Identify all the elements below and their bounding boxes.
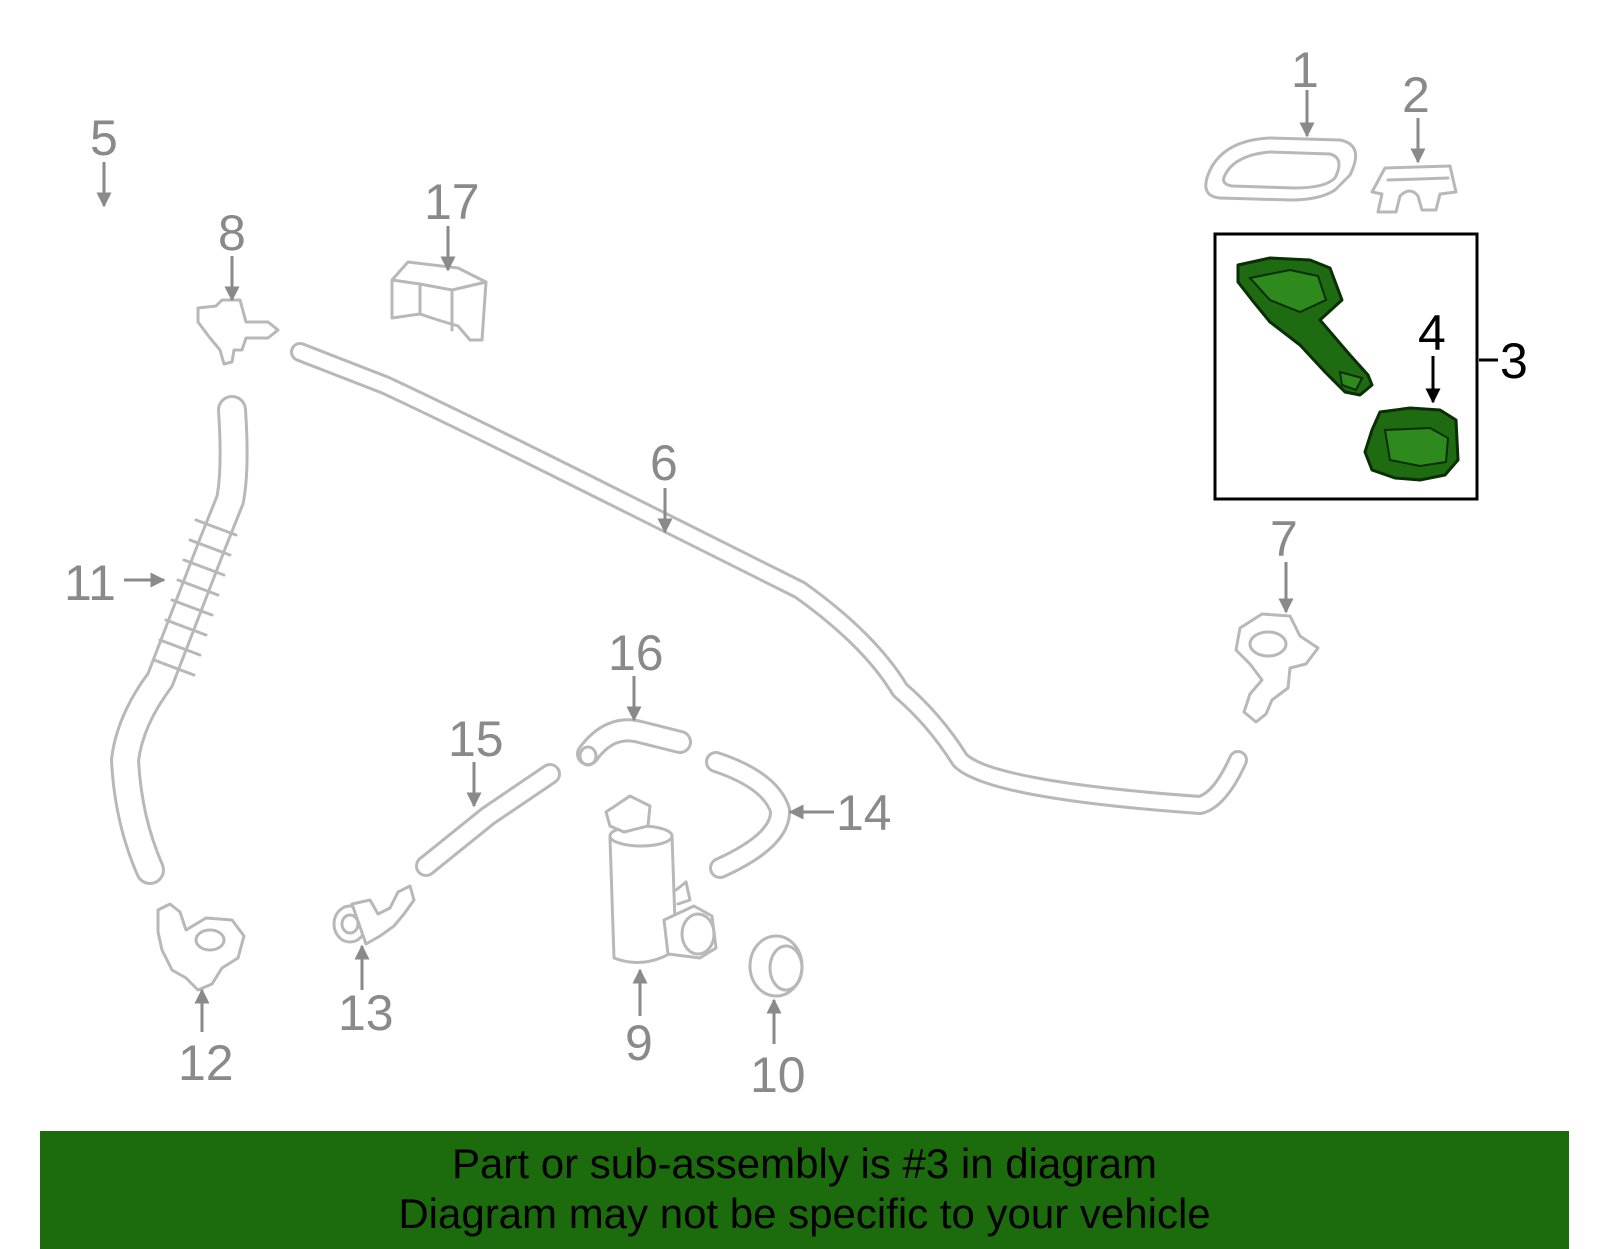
part-13-valve bbox=[332, 884, 416, 946]
part-7-nozzle bbox=[1234, 612, 1320, 724]
info-banner: Part or sub-assembly is #3 in diagram Di… bbox=[40, 1131, 1569, 1249]
part-16-hose bbox=[576, 718, 692, 767]
label-6: 6 bbox=[650, 435, 678, 491]
label-1: 1 bbox=[1291, 42, 1319, 98]
part-3-box bbox=[1213, 232, 1479, 501]
banner-line-1: Part or sub-assembly is #3 in diagram bbox=[452, 1140, 1157, 1187]
label-17: 17 bbox=[424, 174, 480, 230]
label-3: 3 bbox=[1500, 333, 1528, 389]
part-14-hose bbox=[705, 751, 791, 879]
part-6-hose bbox=[290, 342, 1248, 815]
part-8-connector bbox=[196, 298, 280, 366]
part-11-hose bbox=[109, 395, 249, 885]
part-1-cover bbox=[1204, 136, 1358, 202]
label-16: 16 bbox=[608, 625, 664, 681]
part-5-hose bbox=[69, 205, 170, 310]
label-7: 7 bbox=[1270, 511, 1298, 567]
label-11: 11 bbox=[64, 555, 116, 611]
part-2-clip bbox=[1370, 164, 1458, 214]
label-12: 12 bbox=[178, 1035, 234, 1091]
part-4-actuator bbox=[1363, 406, 1460, 482]
label-4: 4 bbox=[1418, 305, 1446, 361]
label-10: 10 bbox=[750, 1047, 806, 1103]
part-9-pump bbox=[604, 794, 718, 964]
label-8: 8 bbox=[218, 205, 246, 261]
label-5: 5 bbox=[90, 110, 118, 166]
label-2: 2 bbox=[1402, 67, 1430, 123]
part-15-hose bbox=[415, 763, 561, 877]
label-9: 9 bbox=[625, 1015, 653, 1071]
label-14: 14 bbox=[836, 785, 892, 841]
label-15: 15 bbox=[448, 711, 504, 767]
label-13: 13 bbox=[338, 985, 394, 1041]
part-3-nozzle bbox=[1236, 256, 1374, 397]
part-10-grommet bbox=[748, 934, 804, 998]
part-12-nozzle bbox=[156, 902, 246, 992]
banner-line-2: Diagram may not be specific to your vehi… bbox=[398, 1190, 1211, 1237]
part-17-module bbox=[390, 260, 488, 342]
